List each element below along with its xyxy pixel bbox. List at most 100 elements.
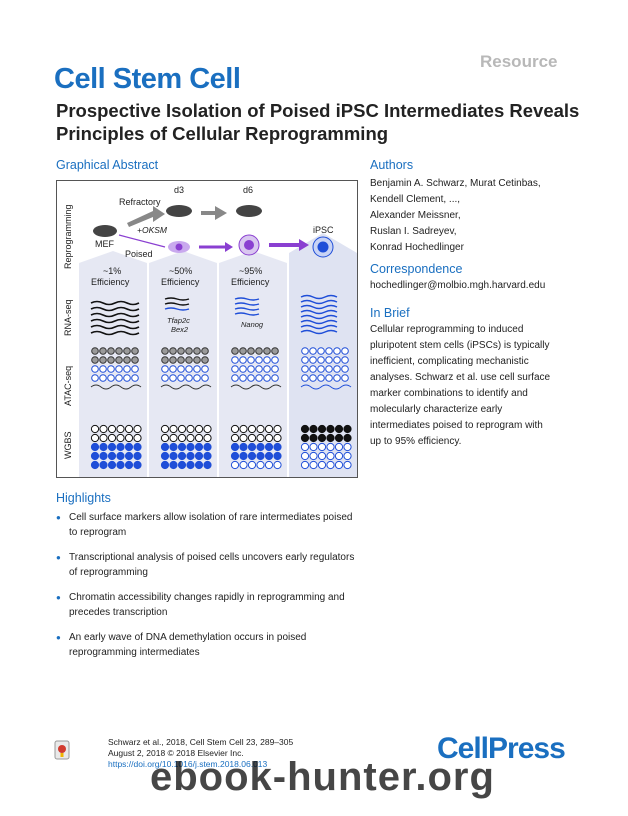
wgbs-cpg-site <box>230 433 240 443</box>
correspondence-email[interactable]: hochedlinger@molbio.mgh.harvard.edu <box>370 280 546 291</box>
atac-nucleosome <box>309 347 317 355</box>
wgbs-cpg-site <box>203 433 212 443</box>
atac-nucleosome <box>231 365 239 373</box>
graphical-abstract-figure: Reprogramming RNA-seq ATAC-seq WGBS d3 d… <box>56 180 358 478</box>
author-line: Benjamin A. Schwarz, Murat Cetinbas, <box>370 178 541 189</box>
wgbs-cpg-site <box>160 433 170 443</box>
highlights-list: Cell surface markers allow isolation of … <box>56 510 356 670</box>
column-backgrounds <box>79 233 357 477</box>
atac-nucleosome <box>271 356 279 364</box>
atac-nucleosome <box>271 374 279 382</box>
wgbs-cpg-site <box>326 451 335 461</box>
wgbs-cpg-site <box>326 424 335 434</box>
atac-nucleosome <box>333 356 341 364</box>
atac-nucleosome <box>201 347 209 355</box>
highlights-heading: Highlights <box>56 491 111 505</box>
wgbs-cpg-site <box>326 433 335 443</box>
wgbs-cpg-site <box>107 424 117 434</box>
atac-nucleosome <box>131 347 139 355</box>
atac-nucleosome <box>325 347 333 355</box>
atac-nucleosome <box>107 374 115 382</box>
atac-nucleosome <box>263 374 271 382</box>
atac-open-chromatin <box>160 384 212 390</box>
wgbs-cpg-site <box>300 442 310 452</box>
crossmark-icon[interactable] <box>54 740 70 760</box>
wgbs-cpg-site <box>317 451 327 461</box>
wgbs-cpg-site <box>343 424 352 434</box>
wgbs-cpg-site <box>309 424 318 434</box>
watermark-text: ebook-hunter.org <box>150 755 495 799</box>
wgbs-cpg-site <box>99 424 108 434</box>
atac-nucleosome <box>255 374 263 382</box>
wgbs-cpg-site <box>230 451 240 461</box>
atac-nucleosome <box>231 347 239 355</box>
wgbs-cpg-site <box>116 442 125 452</box>
efficiency-value-2: ~50% <box>169 266 192 276</box>
wgbs-cpg-site <box>186 433 195 443</box>
author-line: Konrad Hochedlinger <box>370 242 464 253</box>
wgbs-cpg-site <box>99 442 108 452</box>
in-brief-line: up to 95% efficiency. <box>370 436 462 447</box>
wgbs-cpg-site <box>273 424 282 434</box>
wgbs-cpg-site <box>334 442 344 452</box>
wgbs-cpg-site <box>309 451 318 461</box>
wgbs-cpg-site <box>247 442 257 452</box>
atac-nucleosome <box>239 374 247 382</box>
wgbs-cpg-site <box>194 424 204 434</box>
atac-nucleosome <box>271 347 279 355</box>
wgbs-cpg-site <box>309 433 318 443</box>
authors-list: Benjamin A. Schwarz, Murat Cetinbas, Ken… <box>370 176 620 256</box>
wgbs-cpg-site <box>160 424 170 434</box>
atac-nucleosome <box>309 356 317 364</box>
atac-nucleosome <box>169 356 177 364</box>
timepoint-d3: d3 <box>174 185 184 195</box>
wgbs-cpg-site <box>186 442 195 452</box>
citation-doi-link[interactable]: https://doi.org/10.1016/j.stem.2018.06.0… <box>108 759 268 769</box>
wgbs-cpg-site <box>230 460 240 470</box>
wgbs-cpg-site <box>107 433 117 443</box>
atac-nucleosome <box>131 356 139 364</box>
wgbs-cpg-site <box>203 460 212 470</box>
in-brief-line: analyses. Schwarz et al. use cell surfac… <box>370 372 551 383</box>
ipsc-nucleus <box>317 241 329 253</box>
refractory-cell-d6 <box>236 205 262 217</box>
atac-nucleosome <box>263 356 271 364</box>
wgbs-cpg-site <box>247 433 257 443</box>
atac-nucleosome <box>161 374 169 382</box>
in-brief-line: marker combinations to identify and <box>370 388 528 399</box>
wgbs-cpg-site <box>90 442 100 452</box>
atac-nucleosome <box>247 356 255 364</box>
row-label-reprogramming: Reprogramming <box>63 204 73 269</box>
wgbs-cpg-site <box>273 442 282 452</box>
wgbs-cpg-site <box>264 424 274 434</box>
atac-nucleosome <box>91 356 99 364</box>
correspondence-heading: Correspondence <box>370 262 463 276</box>
atac-nucleosome <box>99 365 107 373</box>
timepoint-d6: d6 <box>243 185 253 195</box>
wgbs-cpg-site <box>194 451 204 461</box>
atac-nucleosome <box>131 374 139 382</box>
wgbs-cpg-site <box>107 442 117 452</box>
wgbs-cpg-site <box>256 433 265 443</box>
atac-nucleosome <box>301 356 309 364</box>
wgbs-cpg-site <box>133 451 142 461</box>
highlight-item: Chromatin accessibility changes rapidly … <box>56 590 356 620</box>
poised-nucleus-d3 <box>175 243 183 251</box>
in-brief-line: intermediates poised to reprogram with <box>370 420 543 431</box>
authors-heading: Authors <box>370 158 414 172</box>
article-title: Prospective Isolation of Poised iPSC Int… <box>56 100 580 144</box>
atac-nucleosome <box>271 365 279 373</box>
wgbs-cpg-site <box>256 460 265 470</box>
in-brief-heading: In Brief <box>370 306 410 320</box>
refractory-arrow-1 <box>127 206 165 227</box>
atac-nucleosome <box>123 374 131 382</box>
atac-nucleosome <box>325 356 333 364</box>
wgbs-cpg-site <box>186 424 195 434</box>
wgbs-cpg-site <box>186 460 195 470</box>
wgbs-cpg-site <box>239 424 248 434</box>
poised-nucleus-d6 <box>244 240 254 250</box>
wgbs-cpg-site <box>300 424 310 434</box>
atac-nucleosome <box>263 365 271 373</box>
atac-nucleosome <box>177 356 185 364</box>
efficiency-value-3: ~95% <box>239 266 262 276</box>
